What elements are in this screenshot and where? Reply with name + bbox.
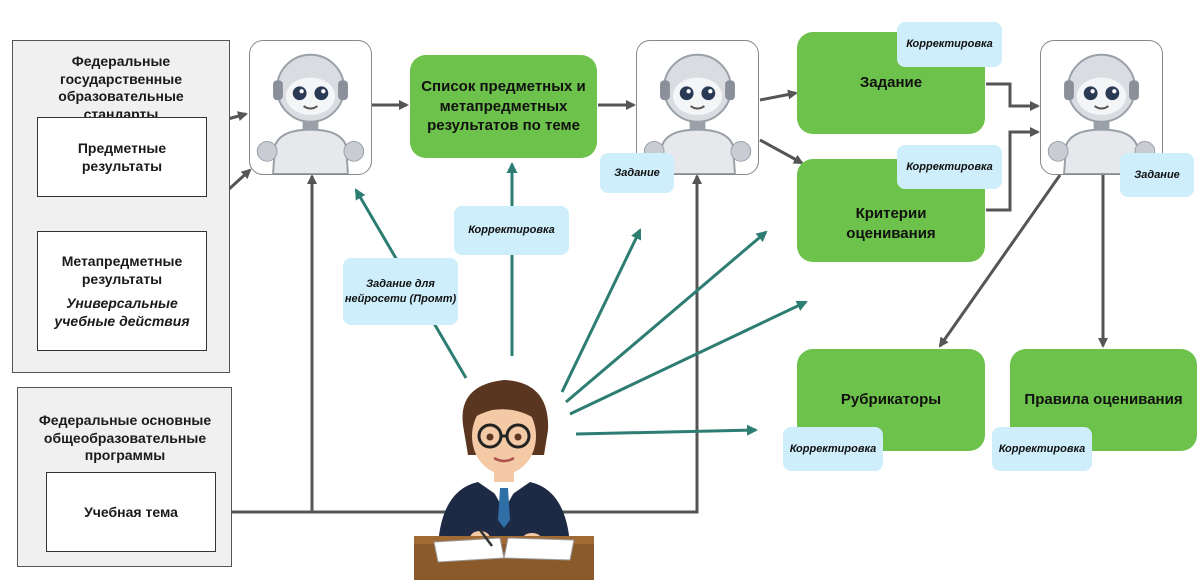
results-list-label: Список предметных и метапредметных резул…: [421, 78, 586, 135]
teal-arrow-to-criteria: [565, 230, 768, 404]
teacher-icon: [414, 380, 594, 580]
panel-fgos: Федеральные государственные образователь…: [12, 40, 230, 373]
topic-box: Учебная тема: [46, 472, 216, 552]
rules-box: Правила оценивания: [1010, 349, 1197, 451]
correction-label-criteria: Корректировка: [897, 145, 1002, 189]
uud-label: Универсальные учебные действия: [54, 295, 190, 330]
results-list-box: Список предметных и метапредметных резул…: [410, 55, 597, 158]
prompt-task-label: Задание для нейросети (Промт): [343, 258, 458, 325]
arrow-robot3-to-rubricators: [938, 174, 1062, 348]
task-label: Задание: [859, 74, 923, 92]
criteria-label: Критерии оценивания: [846, 205, 936, 242]
panel-fop-title: Федеральные основные общеобразовательные…: [38, 412, 212, 463]
correction-label-task: Корректировка: [897, 22, 1002, 67]
meta-results-label: Метапредметные результаты: [61, 252, 183, 287]
teal-arrow-to-rubricators: [575, 424, 758, 436]
robot-1: [249, 40, 372, 175]
correction-label-rubricators: Корректировка: [783, 427, 883, 471]
arrow-topic-to-robot2: [214, 174, 702, 514]
panel-fgos-title: Федеральные государственные образователь…: [58, 53, 184, 122]
robot-icon: [256, 53, 365, 174]
robot-3: [1040, 40, 1163, 175]
robot-icon: [1047, 53, 1156, 174]
panel-fop: Федеральные основные общеобразовательные…: [17, 387, 232, 567]
subject-results-box: Предметные результаты: [37, 117, 207, 197]
rules-label: Правила оценивания: [1024, 391, 1183, 409]
teal-arrow-to-middle: [569, 300, 808, 416]
rubricators-box: Рубрикаторы: [797, 349, 985, 451]
arrow-robot2-to-criteria: [759, 138, 804, 165]
arrow-criteria-to-robot3: [986, 127, 1040, 212]
topic-label: Учебная тема: [84, 503, 178, 520]
task-label-robot3: Задание: [1120, 153, 1194, 197]
teal-arrow-to-robot2: [560, 228, 642, 393]
task-label-robot2: Задание: [600, 153, 674, 193]
arrow-task-to-robot3: [986, 82, 1040, 111]
meta-results-box: Метапредметные результаты Универсальные …: [37, 231, 207, 351]
correction-label-rules: Корректировка: [992, 427, 1092, 471]
correction-label-list: Корректировка: [454, 206, 569, 255]
subject-results-label: Предметные результаты: [77, 139, 167, 174]
rubricators-label: Рубрикаторы: [840, 391, 942, 409]
arrow-robot2-to-task: [759, 89, 798, 102]
